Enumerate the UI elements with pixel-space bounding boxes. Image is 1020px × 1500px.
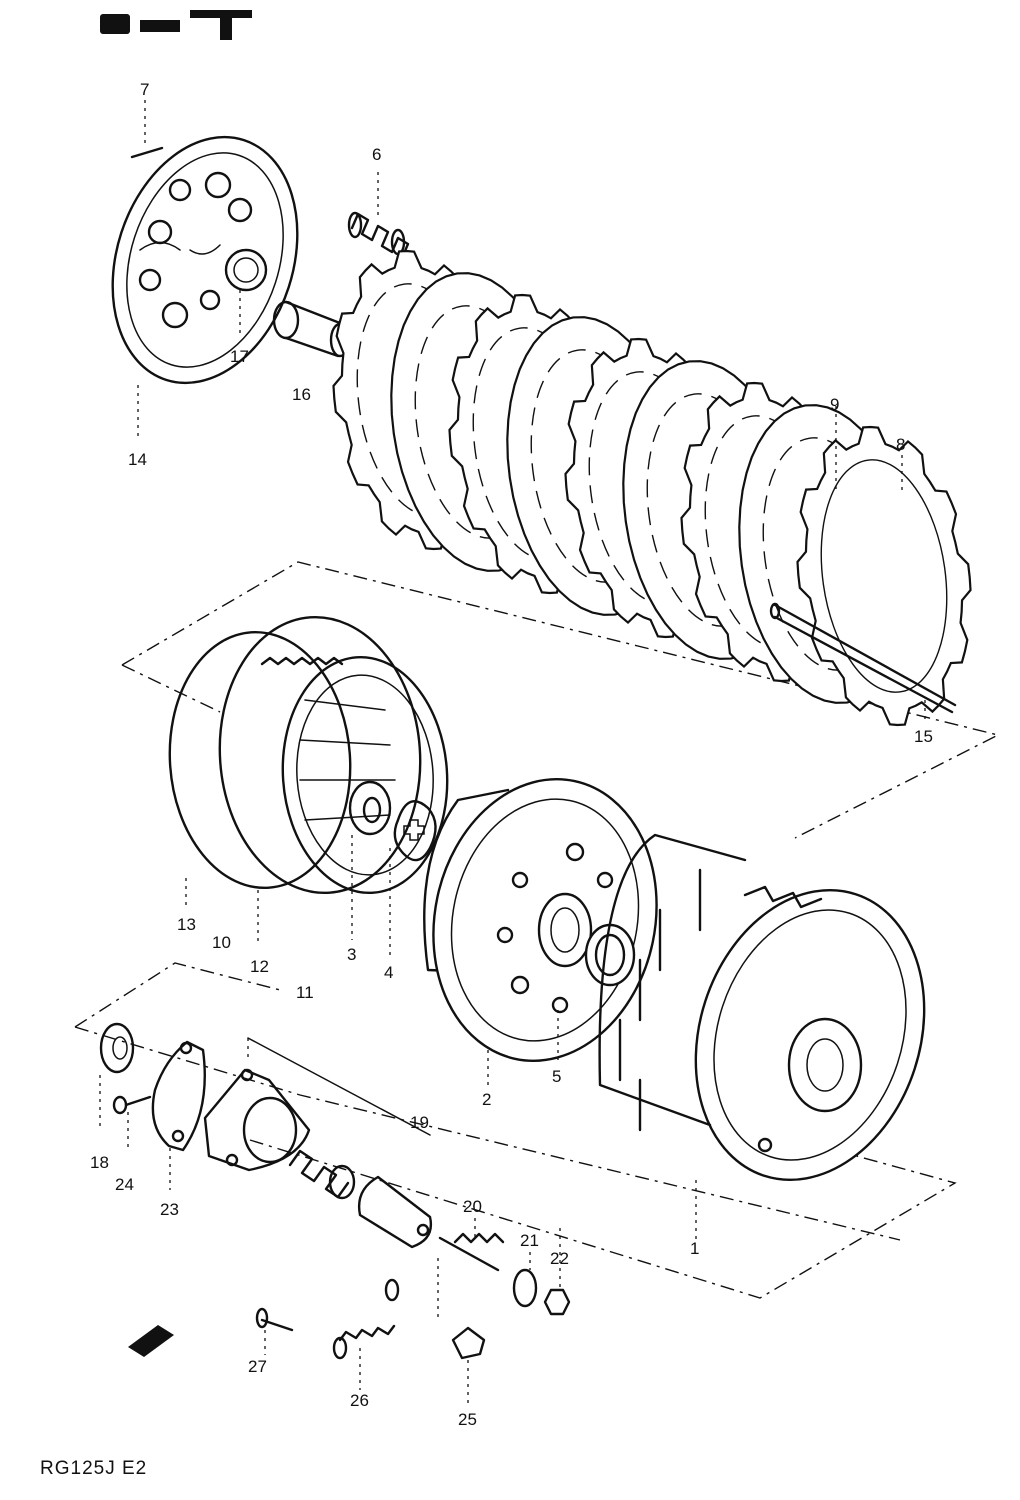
- callout-23: 23: [160, 1200, 179, 1219]
- assembly-outline-lower: [74, 962, 957, 1299]
- return-spring: [332, 1278, 400, 1360]
- callout-21: 21: [520, 1231, 539, 1250]
- hub-nut: [348, 780, 392, 836]
- callout-3: 3: [347, 945, 356, 964]
- callout-6: 6: [372, 145, 381, 164]
- callout-5: 5: [552, 1067, 561, 1086]
- callout-10: 10: [212, 933, 231, 952]
- callout-25: 25: [458, 1410, 477, 1429]
- pressure-plate: [111, 135, 299, 385]
- callout-26: 26: [350, 1391, 369, 1410]
- part-callouts: 1 2 3 4 5 6 7 8 9 10 11 12 13 14 15 16 1…: [90, 80, 933, 1429]
- flat-washer: [512, 1268, 538, 1308]
- clutch-lifter: [272, 300, 351, 358]
- callout-7: 7: [140, 80, 149, 99]
- callout-16: 16: [292, 385, 311, 404]
- callout-13: 13: [177, 915, 196, 934]
- callout-1: 1: [690, 1239, 699, 1258]
- callout-9: 9: [830, 395, 839, 414]
- cable-end: [128, 1325, 174, 1357]
- callout-19: 19: [410, 1113, 429, 1132]
- oil-seal-cap: [99, 1022, 135, 1074]
- clutch-sleeve-hub: [423, 778, 658, 1062]
- release-cover: [151, 1040, 206, 1152]
- callout-11: 11: [296, 983, 314, 1002]
- callout-4: 4: [384, 963, 393, 982]
- callout-2: 2: [482, 1090, 491, 1109]
- clutch-plate-stack: [332, 249, 972, 727]
- callout-27: 27: [248, 1357, 267, 1376]
- callout-15: 15: [914, 727, 933, 746]
- screw-24: [112, 1095, 152, 1115]
- callout-24: 24: [115, 1175, 134, 1194]
- leader-lines: [99, 100, 926, 1405]
- header-logo: [100, 10, 252, 40]
- cable-holder: [451, 1326, 486, 1360]
- sleeve-hub: [168, 615, 449, 895]
- callout-17: 17: [230, 347, 249, 366]
- clutch-housing: [598, 833, 926, 1182]
- pin-7: [130, 146, 164, 159]
- plate-inner-rim: [820, 459, 948, 693]
- assembly-outline-upper: [121, 561, 1000, 839]
- push-rod: [769, 602, 957, 714]
- lock-washer: [393, 800, 437, 862]
- release-arm: [357, 1175, 433, 1249]
- release-cam-assembly: [203, 1068, 356, 1200]
- callout-22: 22: [550, 1249, 569, 1268]
- thrust-washer: [584, 923, 636, 987]
- footer-code: RG125J E2: [40, 1458, 147, 1479]
- callout-18: 18: [90, 1153, 109, 1172]
- callout-20: 20: [463, 1197, 482, 1216]
- adjusting-screw: [438, 1232, 505, 1272]
- lock-nut: [543, 1288, 571, 1316]
- callout-14: 14: [128, 450, 147, 469]
- callout-8: 8: [896, 435, 905, 454]
- callout-12: 12: [250, 957, 269, 976]
- pin-27: [255, 1307, 294, 1332]
